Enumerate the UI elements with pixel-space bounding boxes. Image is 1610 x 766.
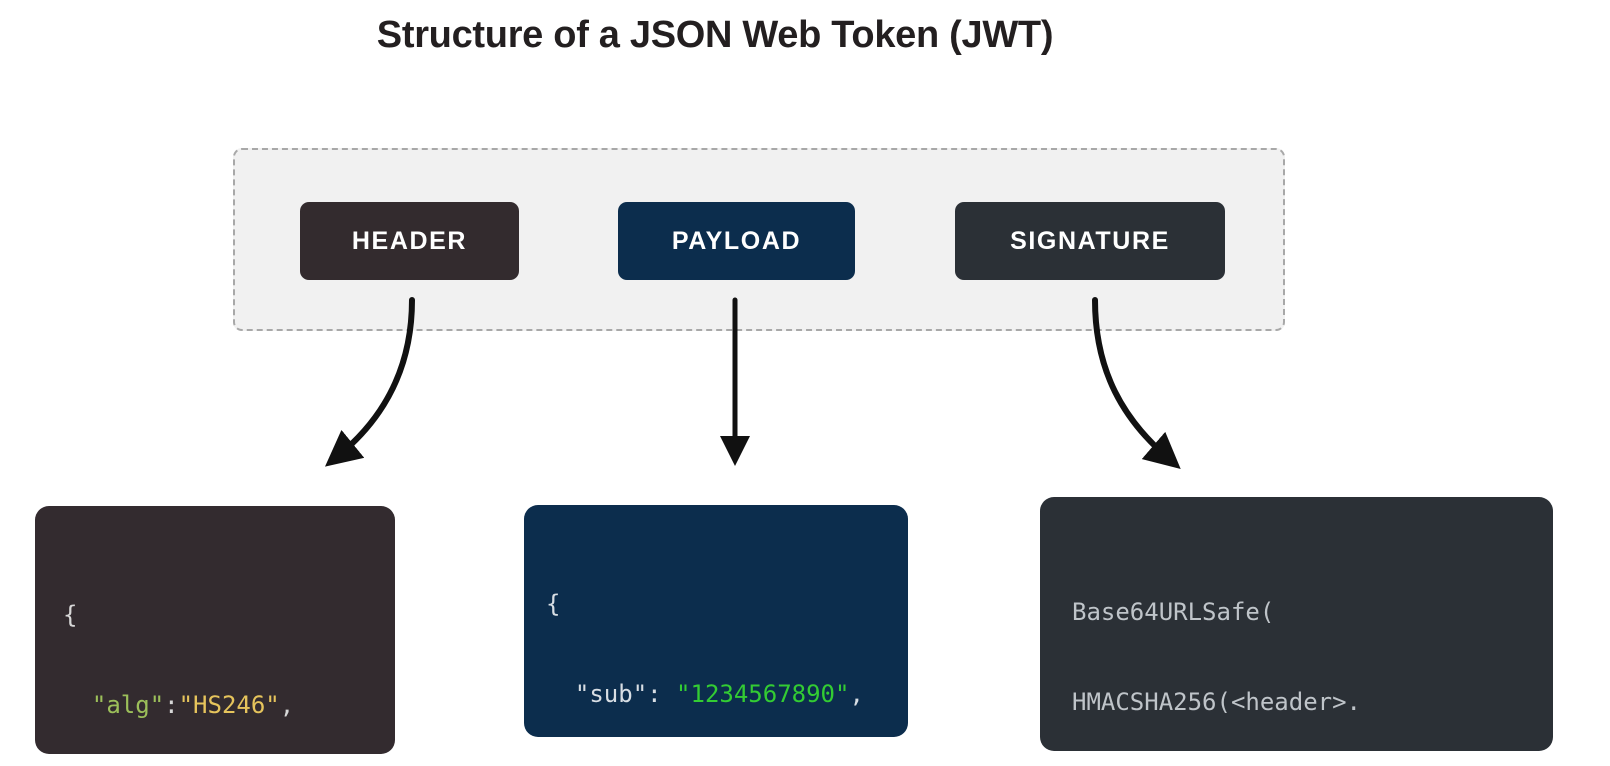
header-open-brace: { xyxy=(63,601,78,629)
chip-signature-label: SIGNATURE xyxy=(1010,226,1170,255)
chip-header-label: HEADER xyxy=(351,226,468,255)
signature-line-2: HMACSHA256(<header>. xyxy=(1072,688,1361,716)
payload-entry-sub: "sub": "1234567890", xyxy=(574,680,864,708)
payload-open-brace: { xyxy=(546,590,561,618)
chip-signature[interactable]: SIGNATURE xyxy=(955,202,1225,280)
chip-header[interactable]: HEADER xyxy=(300,202,519,280)
payload-code-panel: { "sub": "1234567890", "name": "George W… xyxy=(524,505,908,737)
signature-line-1: Base64URLSafe( xyxy=(1072,598,1275,626)
header-entry-alg: "alg":"HS246", xyxy=(91,691,295,719)
chip-payload[interactable]: PAYLOAD xyxy=(618,202,855,280)
header-code-panel: { "alg":"HS246", "typ":"JWT" } xyxy=(35,506,395,754)
chip-payload-label: PAYLOAD xyxy=(671,226,802,255)
signature-code-panel: Base64URLSafe( HMACSHA256(<header>. <pay… xyxy=(1040,497,1553,751)
page-title: Structure of a JSON Web Token (JWT) xyxy=(376,14,1054,56)
